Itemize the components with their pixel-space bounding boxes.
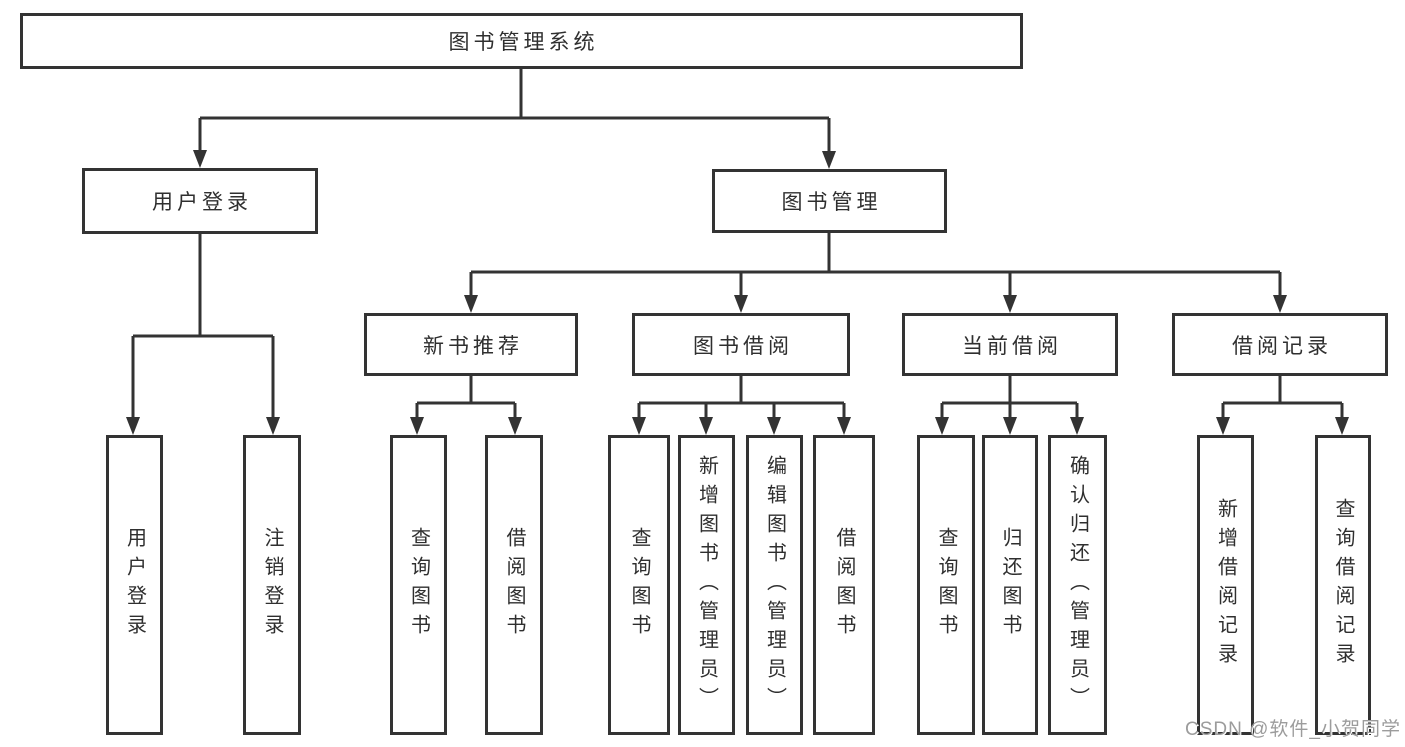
arrowhead-icons: [126, 150, 1349, 435]
leaf-edit-books-admin: 编辑图书（管理员）: [746, 435, 803, 735]
node-new-book-recommend: 新书推荐: [364, 313, 578, 376]
leaf-query-books-current: 查询图书: [917, 435, 975, 735]
leaf-user-login: 用户登录: [106, 435, 163, 735]
node-book-borrowing: 图书借阅: [632, 313, 850, 376]
node-root-system: 图书管理系统: [20, 13, 1023, 69]
leaf-return-books: 归还图书: [982, 435, 1038, 735]
leaf-logout: 注销登录: [243, 435, 301, 735]
csdn-watermark: CSDN @软件_小贺同学: [1185, 719, 1401, 740]
node-current-borrowing: 当前借阅: [902, 313, 1118, 376]
leaf-query-books-borrowing: 查询图书: [608, 435, 670, 735]
leaf-borrow-books: 借阅图书: [813, 435, 875, 735]
node-borrowing-records: 借阅记录: [1172, 313, 1388, 376]
leaf-add-borrow-record: 新增借阅记录: [1197, 435, 1254, 735]
leaf-confirm-return-admin: 确认归还（管理员）: [1048, 435, 1107, 735]
leaf-add-books-admin: 新增图书（管理员）: [678, 435, 735, 735]
leaf-query-borrow-record: 查询借阅记录: [1315, 435, 1371, 735]
leaf-borrow-books-recommend: 借阅图书: [485, 435, 543, 735]
node-user-login-module: 用户登录: [82, 168, 318, 234]
leaf-query-books-recommend: 查询图书: [390, 435, 447, 735]
node-book-management-module: 图书管理: [712, 169, 947, 233]
